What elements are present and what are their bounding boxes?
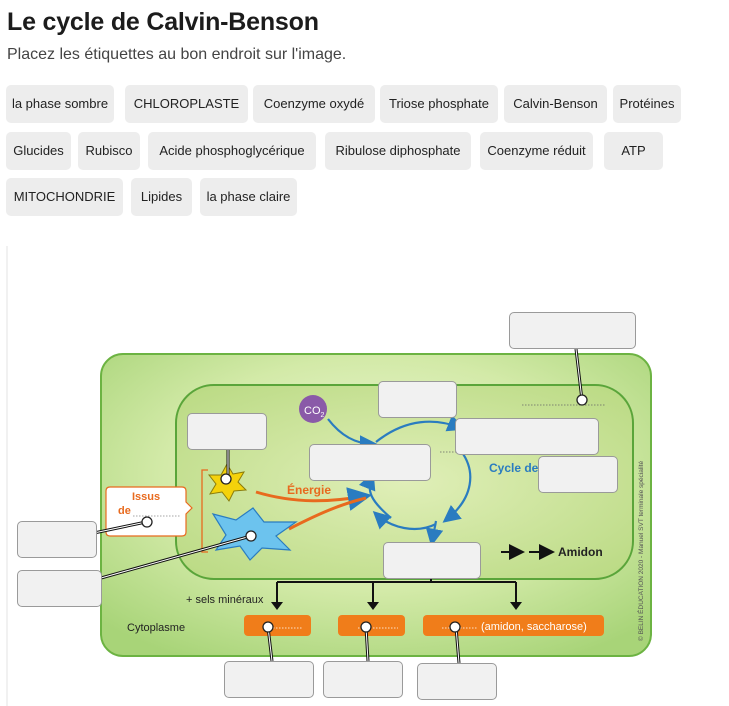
drop-zone-top-middle[interactable] bbox=[378, 381, 457, 418]
drop-zone-product-1[interactable] bbox=[224, 661, 314, 698]
drop-zone-upper-right[interactable] bbox=[455, 418, 599, 455]
cycle-arrow-right bbox=[442, 450, 472, 523]
label-chip[interactable]: Lipides bbox=[131, 178, 192, 216]
label-chip[interactable]: MITOCHONDRIE bbox=[6, 178, 123, 216]
sels-mineraux-label: + sels minéraux bbox=[186, 594, 264, 606]
cycle-arrow-top bbox=[375, 414, 466, 443]
drop-zone-cycle-center[interactable] bbox=[309, 444, 431, 481]
bracket bbox=[201, 469, 208, 553]
label-chip[interactable]: Calvin-Benson bbox=[504, 85, 607, 123]
figure-frame bbox=[6, 246, 8, 706]
de-label: de bbox=[118, 505, 131, 517]
amidon-saccharose-label: (amidon, saccharose) bbox=[481, 621, 587, 633]
product-box-2 bbox=[338, 615, 405, 636]
label-chip[interactable]: Triose phosphate bbox=[380, 85, 498, 123]
drop-zone-top-left[interactable] bbox=[187, 413, 267, 450]
page-title: Le cycle de Calvin-Benson bbox=[7, 8, 319, 36]
label-chip[interactable]: Acide phosphoglycérique bbox=[148, 132, 316, 170]
issus-callout bbox=[105, 486, 193, 537]
instructions: Placez les étiquettes au bon endroit sur… bbox=[7, 46, 347, 63]
energy-arrow-upper bbox=[255, 487, 372, 511]
drop-zone-blue-star[interactable] bbox=[17, 570, 102, 607]
co2-arrow bbox=[327, 418, 378, 453]
label-chip[interactable]: Coenzyme réduit bbox=[480, 132, 593, 170]
issus-label: Issus bbox=[132, 491, 160, 503]
copyright-text: © BELIN ÉDUCATION 2020 - Manuel SVT term… bbox=[636, 460, 645, 641]
co2-label: CO2 bbox=[304, 405, 325, 419]
label-chip[interactable]: la phase claire bbox=[200, 178, 297, 216]
energie-label: Énergie bbox=[287, 482, 331, 497]
exit-arrow bbox=[425, 520, 444, 547]
cytoplasme-label: Cytoplasme bbox=[127, 622, 185, 634]
label-chip[interactable]: ATP bbox=[604, 132, 663, 170]
label-chip[interactable]: CHLOROPLASTE bbox=[125, 85, 248, 123]
drop-zone-cycle-exit[interactable] bbox=[383, 542, 481, 579]
label-chip[interactable]: Rubisco bbox=[78, 132, 140, 170]
product-box-3 bbox=[423, 615, 604, 636]
drop-zone-product-3[interactable] bbox=[417, 663, 497, 700]
product-box-1 bbox=[244, 615, 311, 636]
drop-zone-cell[interactable] bbox=[509, 312, 636, 349]
diagram-figure: CO2 Énergie Cycle de Amidon Issus de bbox=[6, 246, 726, 706]
label-chip[interactable]: Coenzyme oxydé bbox=[253, 85, 375, 123]
label-chip[interactable]: Ribulose diphosphate bbox=[325, 132, 471, 170]
cycle-de-label: Cycle de bbox=[489, 461, 539, 475]
label-chip[interactable]: Glucides bbox=[6, 132, 71, 170]
co2-bubble bbox=[299, 395, 327, 423]
label-chip[interactable]: Protéines bbox=[613, 85, 681, 123]
label-chip[interactable]: la phase sombre bbox=[6, 85, 114, 123]
energy-arrow-lower bbox=[288, 496, 367, 531]
drop-zone-cycle-de[interactable] bbox=[538, 456, 618, 493]
amidon-label: Amidon bbox=[558, 545, 603, 559]
cycle-arrow-bottom bbox=[372, 510, 437, 531]
drop-zone-product-2[interactable] bbox=[323, 661, 403, 698]
drop-zone-issus-de[interactable] bbox=[17, 521, 97, 558]
